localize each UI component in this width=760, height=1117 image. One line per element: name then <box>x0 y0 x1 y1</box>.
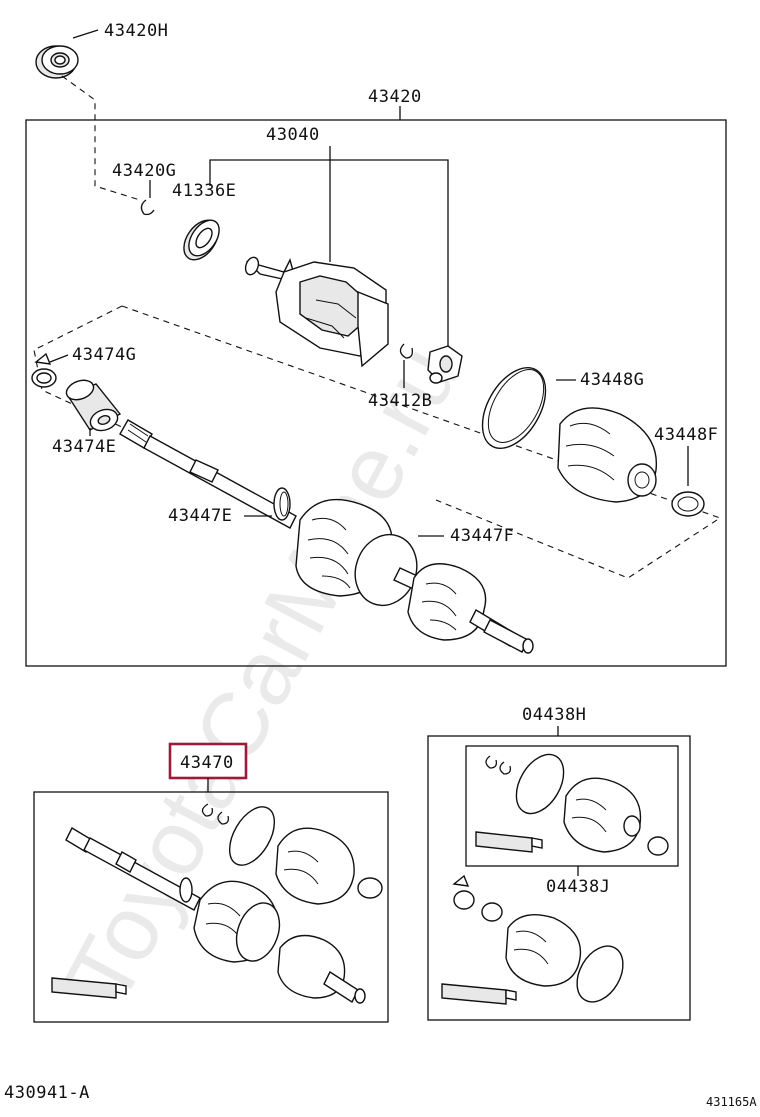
label-04438h[interactable]: 04438H <box>522 705 586 725</box>
label-43420h[interactable]: 43420H <box>104 21 168 41</box>
part-43470-shaft-assembly[interactable] <box>51 799 383 1004</box>
kit-frame-04438h <box>427 735 691 1021</box>
part-43040-inboard-joint[interactable] <box>243 255 389 368</box>
part-43420h-seal[interactable] <box>35 45 79 79</box>
subassembly-outline-right <box>121 305 722 579</box>
label-43420g[interactable]: 43420G <box>112 161 176 181</box>
figure-reference: 431165A <box>706 1095 757 1109</box>
part-43412b-clip[interactable] <box>399 343 414 359</box>
label-43447e[interactable]: 43447E <box>168 506 232 526</box>
part-43448-inboard-boot[interactable] <box>557 407 658 503</box>
part-shaft-outboard-joint[interactable] <box>393 563 534 654</box>
label-43447f[interactable]: 43447F <box>450 526 514 546</box>
label-43448g[interactable]: 43448G <box>580 370 644 390</box>
leader-43474g <box>49 354 69 363</box>
part-04438j-boot-kit[interactable] <box>475 746 669 856</box>
label-43420[interactable]: 43420 <box>368 87 422 107</box>
part-43447e-clamp[interactable] <box>273 487 291 521</box>
diagram-code: 430941-A <box>4 1083 90 1103</box>
leader-43420h-dashed <box>61 75 141 201</box>
label-43040[interactable]: 43040 <box>266 125 320 145</box>
part-43474e-damper[interactable] <box>64 377 122 434</box>
kit-frame-04438j <box>465 745 679 867</box>
part-04438h-boot-kit[interactable] <box>441 874 632 1010</box>
label-43474e[interactable]: 43474E <box>52 437 116 457</box>
label-43470[interactable]: 43470 <box>180 753 234 773</box>
part-41336e-washer[interactable] <box>177 214 225 266</box>
leader-43040-bracket <box>209 159 449 346</box>
part-43448g-band[interactable] <box>469 357 558 459</box>
label-43474g[interactable]: 43474G <box>72 345 136 365</box>
assembly-frame-43420 <box>25 119 727 667</box>
label-04438j[interactable]: 04438J <box>546 877 610 897</box>
label-43448f[interactable]: 43448F <box>654 425 718 445</box>
part-43448g-band-inner <box>487 369 545 443</box>
leader-43420h <box>72 29 99 39</box>
part-43448f-clamp[interactable] <box>671 491 705 517</box>
label-43412b[interactable]: 43412B <box>368 391 432 411</box>
part-43420g-snap-ring[interactable] <box>140 199 155 216</box>
label-41336e[interactable]: 41336E <box>172 181 236 201</box>
part-43420-drive-shaft[interactable] <box>119 419 297 529</box>
assembly-frame-43470 <box>33 791 389 1023</box>
part-43474g-clamp[interactable] <box>31 352 57 388</box>
highlight-frame-43470 <box>168 742 248 780</box>
part-43040-tripod[interactable] <box>427 345 463 384</box>
